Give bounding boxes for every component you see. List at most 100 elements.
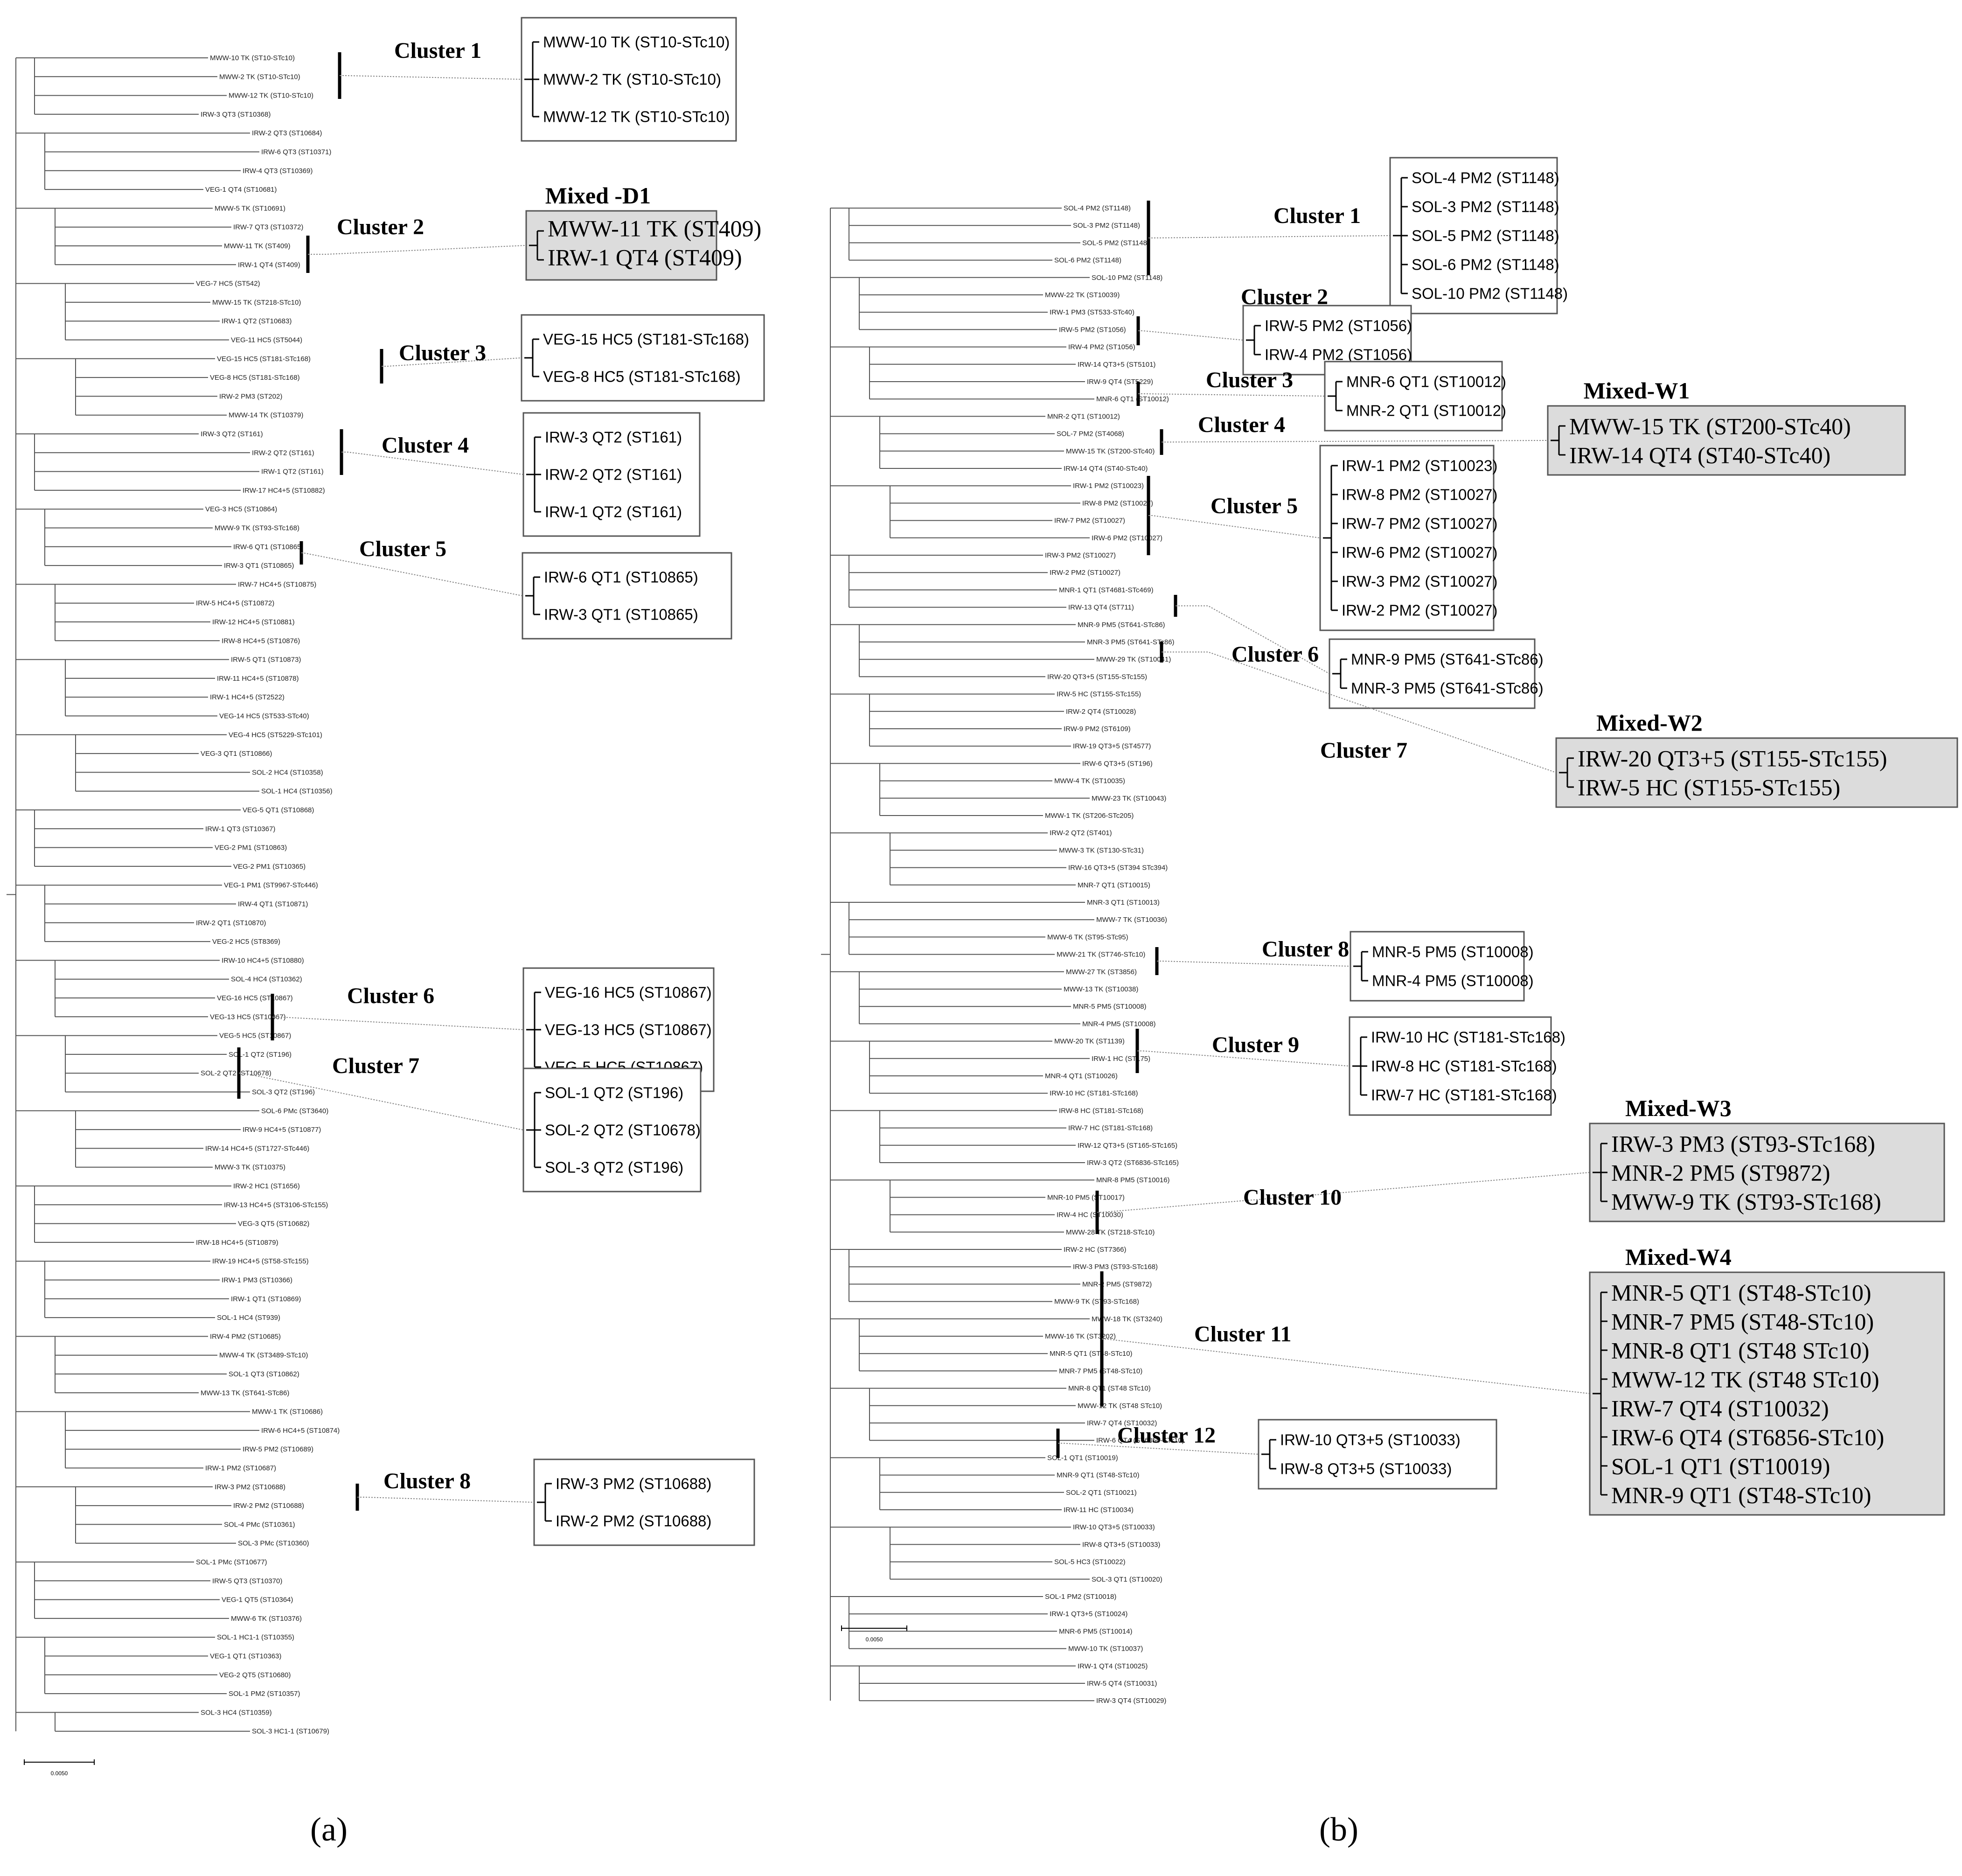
cluster-label: Cluster 6 [347, 983, 434, 1008]
leaf-label: MNR-7 QT1 (ST10015) [1078, 881, 1150, 889]
leaf-label: IRW-16 QT3+5 (ST394 STc394) [1068, 864, 1168, 872]
leaf-label: MWW-27 TK (ST3856) [1066, 968, 1137, 976]
cluster-label: Cluster 7 [1320, 738, 1407, 763]
mixed-cluster-box [525, 210, 717, 281]
cluster-member: IRW-3 PM2 (ST10027) [1342, 573, 1497, 590]
cluster-member: IRW-6 QT4 (ST6856-STc10) [1611, 1424, 1884, 1451]
cluster-member: IRW-5 PM2 (ST1056) [1265, 317, 1412, 335]
leaf-label: IRW-10 HC4+5 (ST10880) [222, 956, 304, 964]
cluster-member: SOL-1 QT1 (ST10019) [1611, 1453, 1830, 1479]
leaf-label: IRW-3 PM2 (ST10027) [1045, 551, 1116, 559]
cluster-member: IRW-3 PM2 (ST10688) [556, 1475, 711, 1492]
cluster-label: Cluster 9 [1212, 1032, 1299, 1057]
leaf-label: MWW-28 TK (ST218-STc10) [1066, 1228, 1155, 1236]
cluster-member: IRW-2 PM2 (ST10027) [1342, 602, 1497, 619]
leaf-label: IRW-3 QT3 (ST10368) [201, 111, 271, 119]
leaf-label: IRW-2 PM2 (ST10027) [1050, 569, 1120, 577]
leaf-label: SOL-4 PM2 (ST1148) [1064, 204, 1131, 212]
leaf-label: MNR-6 PM5 (ST10014) [1059, 1627, 1133, 1635]
leaf-label: IRW-2 PM2 (ST10688) [233, 1502, 304, 1510]
cluster-member: MWW-12 TK (ST10-STc10) [543, 108, 730, 126]
leaf-label: VEG-1 QT1 (ST10363) [210, 1653, 281, 1660]
leaf-label: IRW-4 PM2 (ST1056) [1068, 343, 1135, 351]
leaf-label: IRW-1 HC4+5 (ST2522) [210, 693, 285, 701]
cluster-label: Cluster 1 [1273, 203, 1361, 228]
leaf-label: SOL-1 QT3 (ST10862) [229, 1370, 299, 1378]
leaf-label: IRW-11 HC (ST10034) [1064, 1506, 1134, 1514]
leaf-label: IRW-8 PM2 (ST10027) [1082, 499, 1153, 507]
leaf-label: MNR-1 QT1 (ST4681-STc469) [1059, 586, 1154, 594]
cluster-member: IRW-4 PM2 (ST1056) [1265, 346, 1412, 363]
leaf-label: IRW-17 HC4+5 (ST10882) [243, 487, 325, 495]
leaf-label: MWW-16 TK (ST3202) [1045, 1332, 1116, 1340]
cluster-box [1319, 445, 1495, 631]
leaf-label: IRW-4 PM2 (ST10685) [210, 1332, 281, 1340]
mixed-cluster-title: Mixed-W1 [1584, 377, 1690, 404]
leaf-label: MWW-14 TK (ST10379) [229, 411, 303, 419]
leaf-label: MWW-23 TK (ST10043) [1092, 795, 1166, 802]
leaf-label: IRW-9 QT4 (ST5229) [1087, 378, 1153, 386]
leaf-label: SOL-1 HC4 (ST939) [217, 1314, 280, 1322]
leaf-label: IRW-7 HC4+5 (ST10875) [238, 580, 316, 588]
cluster-box [1329, 638, 1536, 709]
cluster-label: Cluster 5 [1211, 494, 1298, 518]
cluster-member: SOL-10 PM2 (ST1148) [1412, 285, 1568, 302]
cluster-member: IRW-8 PM2 (ST10027) [1342, 486, 1497, 503]
leaf-label: MWW-20 TK (ST1139) [1054, 1038, 1125, 1046]
leaf-label: IRW-1 QT4 (ST409) [238, 261, 300, 269]
leaf-label: VEG-11 HC5 (ST5044) [231, 336, 302, 344]
leaf-label: IRW-8 QT3+5 (ST10033) [1082, 1541, 1160, 1548]
leaf-label: IRW-3 QT1 (ST10865) [224, 562, 294, 570]
cluster-connector [1137, 1050, 1350, 1067]
cluster-label: Cluster 11 [1194, 1322, 1291, 1346]
cluster-box [521, 17, 737, 142]
leaf-label: MWW-1 TK (ST206-STc205) [1045, 812, 1134, 820]
leaf-label: MWW-9 TK (ST93-STc168) [215, 524, 299, 532]
leaf-label: IRW-2 QT4 (ST10028) [1066, 708, 1136, 716]
cluster-member: MNR-2 PM5 (ST9872) [1611, 1160, 1830, 1186]
leaf-label: MWW-21 TK (ST746-STc10) [1057, 951, 1145, 959]
leaf-label: SOL-3 HC1-1 (ST10679) [252, 1728, 329, 1736]
mixed-cluster-box [1547, 405, 1906, 476]
cluster-label: Cluster 6 [1231, 642, 1319, 667]
cluster-member: MWW-2 TK (ST10-STc10) [543, 71, 721, 88]
leaf-label: SOL-1 PM2 (ST10018) [1045, 1593, 1116, 1601]
leaf-label: IRW-19 QT3+5 (ST4577) [1073, 742, 1151, 750]
cluster-connector [239, 1073, 524, 1130]
cluster-member: IRW-3 QT1 (ST10865) [544, 606, 698, 623]
leaf-label: VEG-1 QT4 (ST10681) [205, 186, 277, 194]
cluster-connector [1148, 235, 1391, 238]
leaf-label: VEG-3 QT5 (ST10682) [238, 1220, 309, 1228]
leaf-label: IRW-2 QT2 (ST401) [1050, 829, 1112, 837]
cluster-label: Cluster 8 [383, 1469, 471, 1493]
cluster-member: IRW-7 QT4 (ST10032) [1611, 1395, 1829, 1422]
leaf-label: IRW-1 QT3 (ST10367) [205, 825, 275, 833]
cluster-connector [1148, 515, 1321, 538]
cluster-member: IRW-1 QT2 (ST161) [545, 503, 682, 521]
cluster-member: VEG-16 HC5 (ST10867) [545, 984, 712, 1001]
scale-bar-label: 0.0050 [866, 1636, 883, 1643]
cluster-member: IRW-3 QT2 (ST161) [545, 429, 682, 446]
leaf-label: MWW-13 TK (ST641-STc86) [201, 1389, 289, 1397]
leaf-label: IRW-19 HC4+5 (ST58-STc155) [212, 1257, 309, 1265]
leaf-label: MWW-10 TK (ST10-STc10) [210, 54, 295, 62]
cluster-connector [340, 75, 522, 80]
leaf-label: MWW-4 TK (ST3489-STc10) [219, 1352, 308, 1360]
cluster-member: MNR-5 PM5 (ST10008) [1372, 943, 1534, 961]
leaf-label: IRW-6 QT3 (ST10371) [261, 148, 331, 156]
cluster-member: IRW-14 QT4 (ST40-STc40) [1569, 442, 1830, 468]
leaf-label: MNR-5 QT1 (ST48-STc10) [1050, 1350, 1133, 1358]
leaf-label: IRW-3 PM3 (ST93-STc168) [1073, 1263, 1158, 1271]
cluster-member: MWW-12 TK (ST48 STc10) [1611, 1367, 1879, 1393]
leaf-label: IRW-8 HC4+5 (ST10876) [222, 637, 300, 645]
leaf-label: MWW-12 TK (ST48 STc10) [1078, 1402, 1162, 1410]
leaf-label: MWW-6 TK (ST95-STc95) [1047, 933, 1128, 941]
cluster-member: SOL-3 PM2 (ST1148) [1412, 198, 1559, 216]
leaf-label: VEG-5 QT1 (ST10868) [243, 806, 314, 814]
leaf-label: VEG-1 PM1 (ST9967-STc446) [224, 881, 318, 889]
leaf-label: MNR-5 PM5 (ST10008) [1073, 1003, 1147, 1011]
leaf-label: IRW-5 PM2 (ST10689) [243, 1445, 313, 1453]
cluster-member: IRW-5 HC (ST155-STc155) [1578, 774, 1840, 801]
cluster-box [1258, 1419, 1497, 1490]
leaf-label: SOL-3 PM2 (ST1148) [1073, 222, 1140, 230]
